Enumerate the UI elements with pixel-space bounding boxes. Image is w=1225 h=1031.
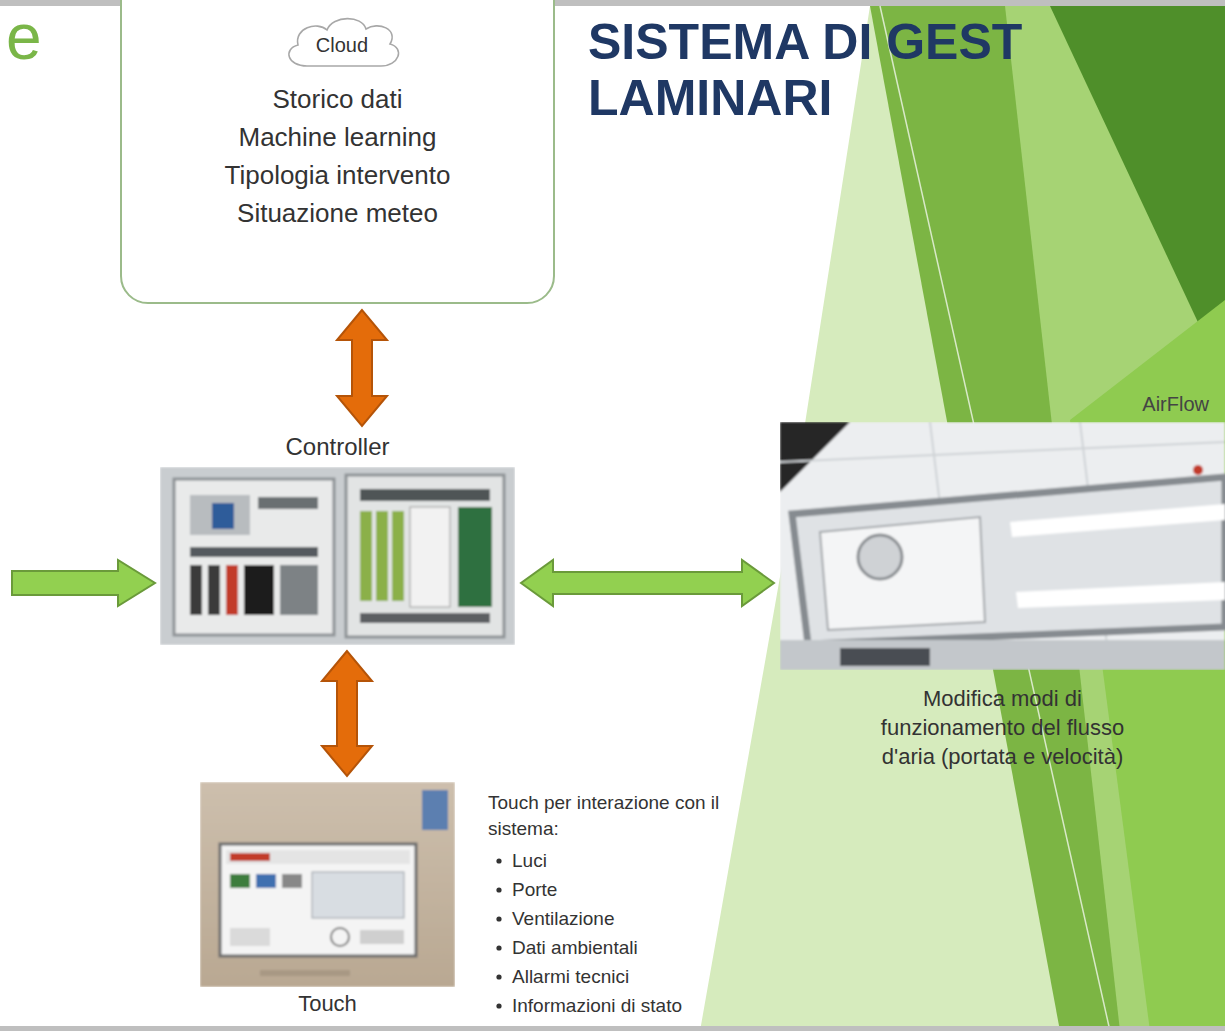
cloud-shape: Cloud bbox=[277, 12, 407, 72]
bullet bbox=[496, 1003, 501, 1008]
photo-illustration bbox=[200, 782, 455, 987]
bottom-bar bbox=[0, 1026, 1225, 1031]
bullet bbox=[496, 945, 501, 950]
panel-text: Storico dati bbox=[122, 80, 553, 118]
photo-illustration bbox=[780, 422, 1225, 670]
list-intro: Touch per interazione con il sistema: bbox=[488, 790, 746, 842]
list-item: Informazioni di stato bbox=[512, 993, 762, 1019]
photo-image bbox=[780, 422, 1225, 670]
bullet bbox=[496, 974, 501, 979]
block-arrow bbox=[521, 560, 774, 606]
photo-image bbox=[780, 422, 1225, 670]
block-arrow bbox=[337, 310, 387, 426]
block-arrow bbox=[322, 651, 372, 776]
airflow-block: AirFlowModifica modi di funzionamento de… bbox=[780, 392, 1225, 771]
block-caption: Modifica modi di funzionamento del fluss… bbox=[858, 684, 1148, 771]
list-item: Porte bbox=[512, 877, 762, 903]
cloud-panel: Storico datiMachine learningTipologia in… bbox=[120, 0, 555, 304]
slide-title: SISTEMA DI GEST LAMINARI bbox=[588, 14, 1168, 126]
cut-letter: e bbox=[6, 0, 66, 74]
list-item: Luci bbox=[512, 848, 762, 874]
list-item: Dati ambientali bbox=[512, 935, 762, 961]
controller-block: Controller bbox=[160, 432, 515, 645]
block-heading: Touch bbox=[200, 991, 455, 1017]
cloud-outline-path bbox=[289, 19, 399, 66]
input-arrow bbox=[12, 560, 155, 606]
bullet bbox=[496, 858, 501, 863]
bullet bbox=[496, 916, 501, 921]
photo-image bbox=[200, 782, 455, 987]
photo-illustration bbox=[160, 467, 515, 645]
touch-block: Touch bbox=[200, 782, 455, 1017]
green-band bbox=[700, 6, 1225, 1031]
panel-text: Tipologia intervento bbox=[122, 156, 553, 194]
photo-image bbox=[200, 782, 455, 987]
list-bullets bbox=[496, 858, 501, 1008]
cloud-label: Cloud bbox=[316, 33, 368, 57]
bullet bbox=[496, 887, 501, 892]
photo-image bbox=[160, 467, 515, 645]
list-item: Ventilazione bbox=[512, 906, 762, 932]
list-item: Allarmi tecnici bbox=[512, 964, 762, 990]
photo-image bbox=[160, 467, 515, 645]
panel-text: Situazione meteo bbox=[122, 194, 553, 232]
panel-text: Machine learning bbox=[122, 118, 553, 156]
block-heading: AirFlow bbox=[780, 392, 1225, 416]
block-heading: Controller bbox=[160, 432, 515, 461]
